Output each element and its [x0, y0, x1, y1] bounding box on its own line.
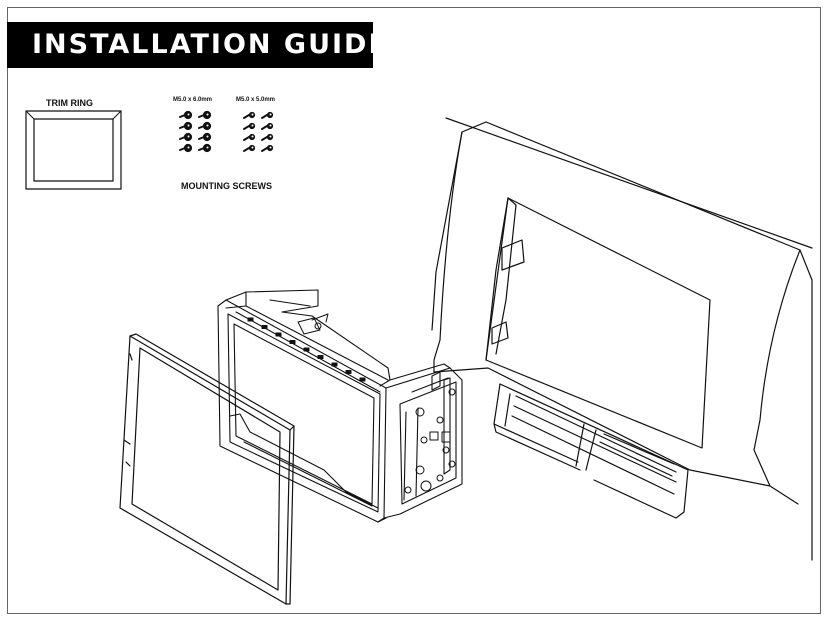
cage-tab [345, 370, 352, 374]
cage-tab [289, 340, 296, 344]
page-title: INSTALLATION GUIDE [32, 29, 389, 60]
screw-icon [261, 111, 274, 119]
mounting-hole [442, 446, 450, 454]
screw-icon [261, 133, 274, 141]
mounting-hole [436, 474, 444, 482]
screw-icon [198, 132, 212, 142]
title-banner [7, 22, 373, 68]
mounting-hole [448, 388, 456, 396]
mounting-hole [436, 416, 444, 424]
screw-b-label: M5.0 x 5.0mm [236, 97, 276, 103]
mounting-hole [420, 480, 432, 492]
mounting-hole [415, 465, 425, 475]
cage-tab [261, 325, 268, 329]
screw-icon [179, 121, 193, 131]
screw-icon [243, 144, 256, 152]
screw-icon [179, 110, 193, 120]
diagram-frame [7, 7, 821, 614]
screw-a-label: M5.0 x 6.0mm [173, 97, 213, 103]
mounting-hole [448, 460, 456, 468]
trim-ring [119, 333, 295, 605]
cage-tab [275, 332, 282, 337]
cage-tab [247, 317, 254, 322]
cage-tab [331, 362, 338, 367]
screws-group-a [179, 110, 212, 153]
screw-icon [198, 121, 212, 131]
connector-port [429, 431, 439, 441]
connector-port [441, 431, 451, 443]
screws-group-b [243, 111, 274, 152]
mounting-hole [404, 486, 412, 494]
mounting-hole [420, 436, 428, 444]
mounting-screws-label: MOUNTING SCREWS [181, 181, 272, 191]
trim-ring-label: TRIM RING [46, 98, 93, 108]
screw-icon [198, 110, 212, 120]
cage-tab [359, 377, 366, 382]
screw-icon [261, 122, 274, 130]
mounting-hole [415, 407, 425, 417]
chassis-holes [247, 317, 456, 494]
screw-icon [179, 132, 193, 142]
screw-icon [243, 111, 256, 119]
screw-icon [243, 122, 256, 130]
screw-icon [179, 143, 193, 153]
dashboard-opening [431, 117, 813, 561]
screw-icon [243, 133, 256, 141]
top-connectors [297, 313, 329, 335]
screw-icon [261, 144, 274, 152]
trim-ring-thumbnail [25, 110, 122, 190]
cage-tab [303, 347, 310, 352]
head-unit-chassis [217, 289, 463, 523]
screw-icon [198, 143, 212, 153]
cage-tab [317, 355, 324, 359]
